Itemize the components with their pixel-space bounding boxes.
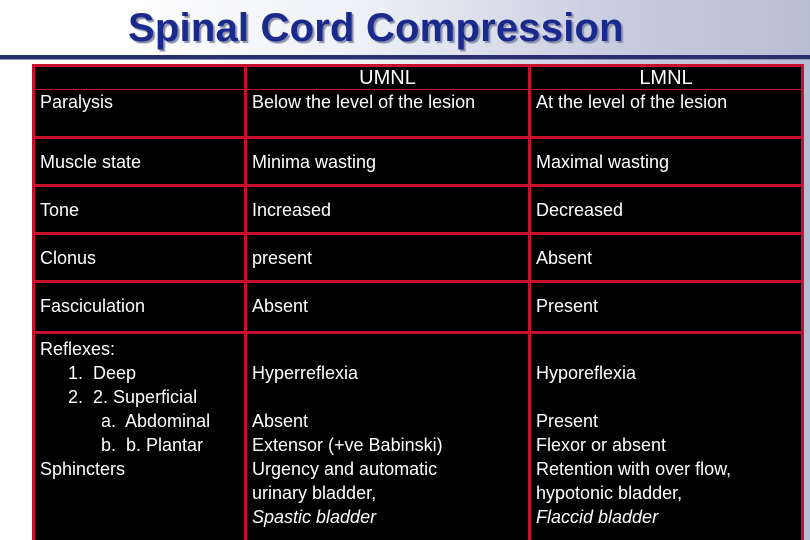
umnl-sphincter-line3: Spastic bladder [252, 507, 377, 527]
row-lmnl: At the level of the lesion [531, 90, 801, 136]
reflex-abdominal-label: a. Abdominal [101, 411, 211, 431]
row-umnl: Absent [247, 283, 528, 331]
row-umnl: Increased [247, 187, 528, 232]
lmnl-abdominal: Present [536, 411, 599, 431]
row-feature: Muscle state [35, 139, 244, 184]
reflexes-lmnl-cell: Hyporeflexia Present Flexor or absent Re… [531, 334, 801, 540]
umnl-blank [252, 385, 528, 409]
row-feature: Tone [35, 187, 244, 232]
lmnl-sphincter-line2: hypotonic bladder, [536, 483, 683, 503]
umnl-sphincter-line2: urinary bladder, [252, 483, 377, 503]
title-underline [0, 55, 810, 59]
row-feature: Clonus [35, 235, 244, 280]
row-lmnl: Decreased [531, 187, 801, 232]
umnl-sphincter-line1: Urgency and automatic [252, 459, 438, 479]
row-umnl: present [247, 235, 528, 280]
comparison-table: UMNL LMNL Paralysis Below the level of t… [32, 64, 804, 540]
umnl-plantar: Extensor (+ve Babinski) [252, 435, 443, 455]
header-blank [35, 67, 244, 89]
reflexes-feature-cell: Reflexes: 1. Deep 2. 2. Superficial a. A… [35, 334, 244, 540]
umnl-abdominal: Absent [252, 411, 309, 431]
row-feature: Paralysis [35, 90, 244, 136]
row-feature: Fasciculation [35, 283, 244, 331]
reflex-plantar-label: b. b. Plantar [101, 435, 204, 455]
row-lmnl: Present [531, 283, 801, 331]
lmnl-deep: Hyporeflexia [536, 363, 637, 383]
slide-title: Spinal Cord Compression [128, 6, 624, 50]
lmnl-sphincter-line1: Retention with over flow, [536, 459, 732, 479]
header-lmnl: LMNL [531, 67, 801, 89]
lmnl-blank [536, 385, 801, 409]
row-umnl: Below the level of the lesion [247, 90, 528, 136]
reflexes-heading: Reflexes: [40, 339, 116, 359]
row-lmnl: Maximal wasting [531, 139, 801, 184]
row-umnl: Minima wasting [247, 139, 528, 184]
lmnl-sphincter-line3: Flaccid bladder [536, 507, 659, 527]
reflexes-umnl-cell: Hyperreflexia Absent Extensor (+ve Babin… [247, 334, 528, 540]
reflex-deep-label: 1. Deep [68, 363, 137, 383]
reflex-superficial-label: 2. 2. Superficial [68, 387, 198, 407]
lmnl-plantar: Flexor or absent [536, 435, 667, 455]
header-umnl: UMNL [247, 67, 528, 89]
umnl-deep: Hyperreflexia [252, 363, 359, 383]
sphincters-label: Sphincters [40, 459, 126, 479]
title-underline-shadow [0, 59, 810, 60]
row-lmnl: Absent [531, 235, 801, 280]
